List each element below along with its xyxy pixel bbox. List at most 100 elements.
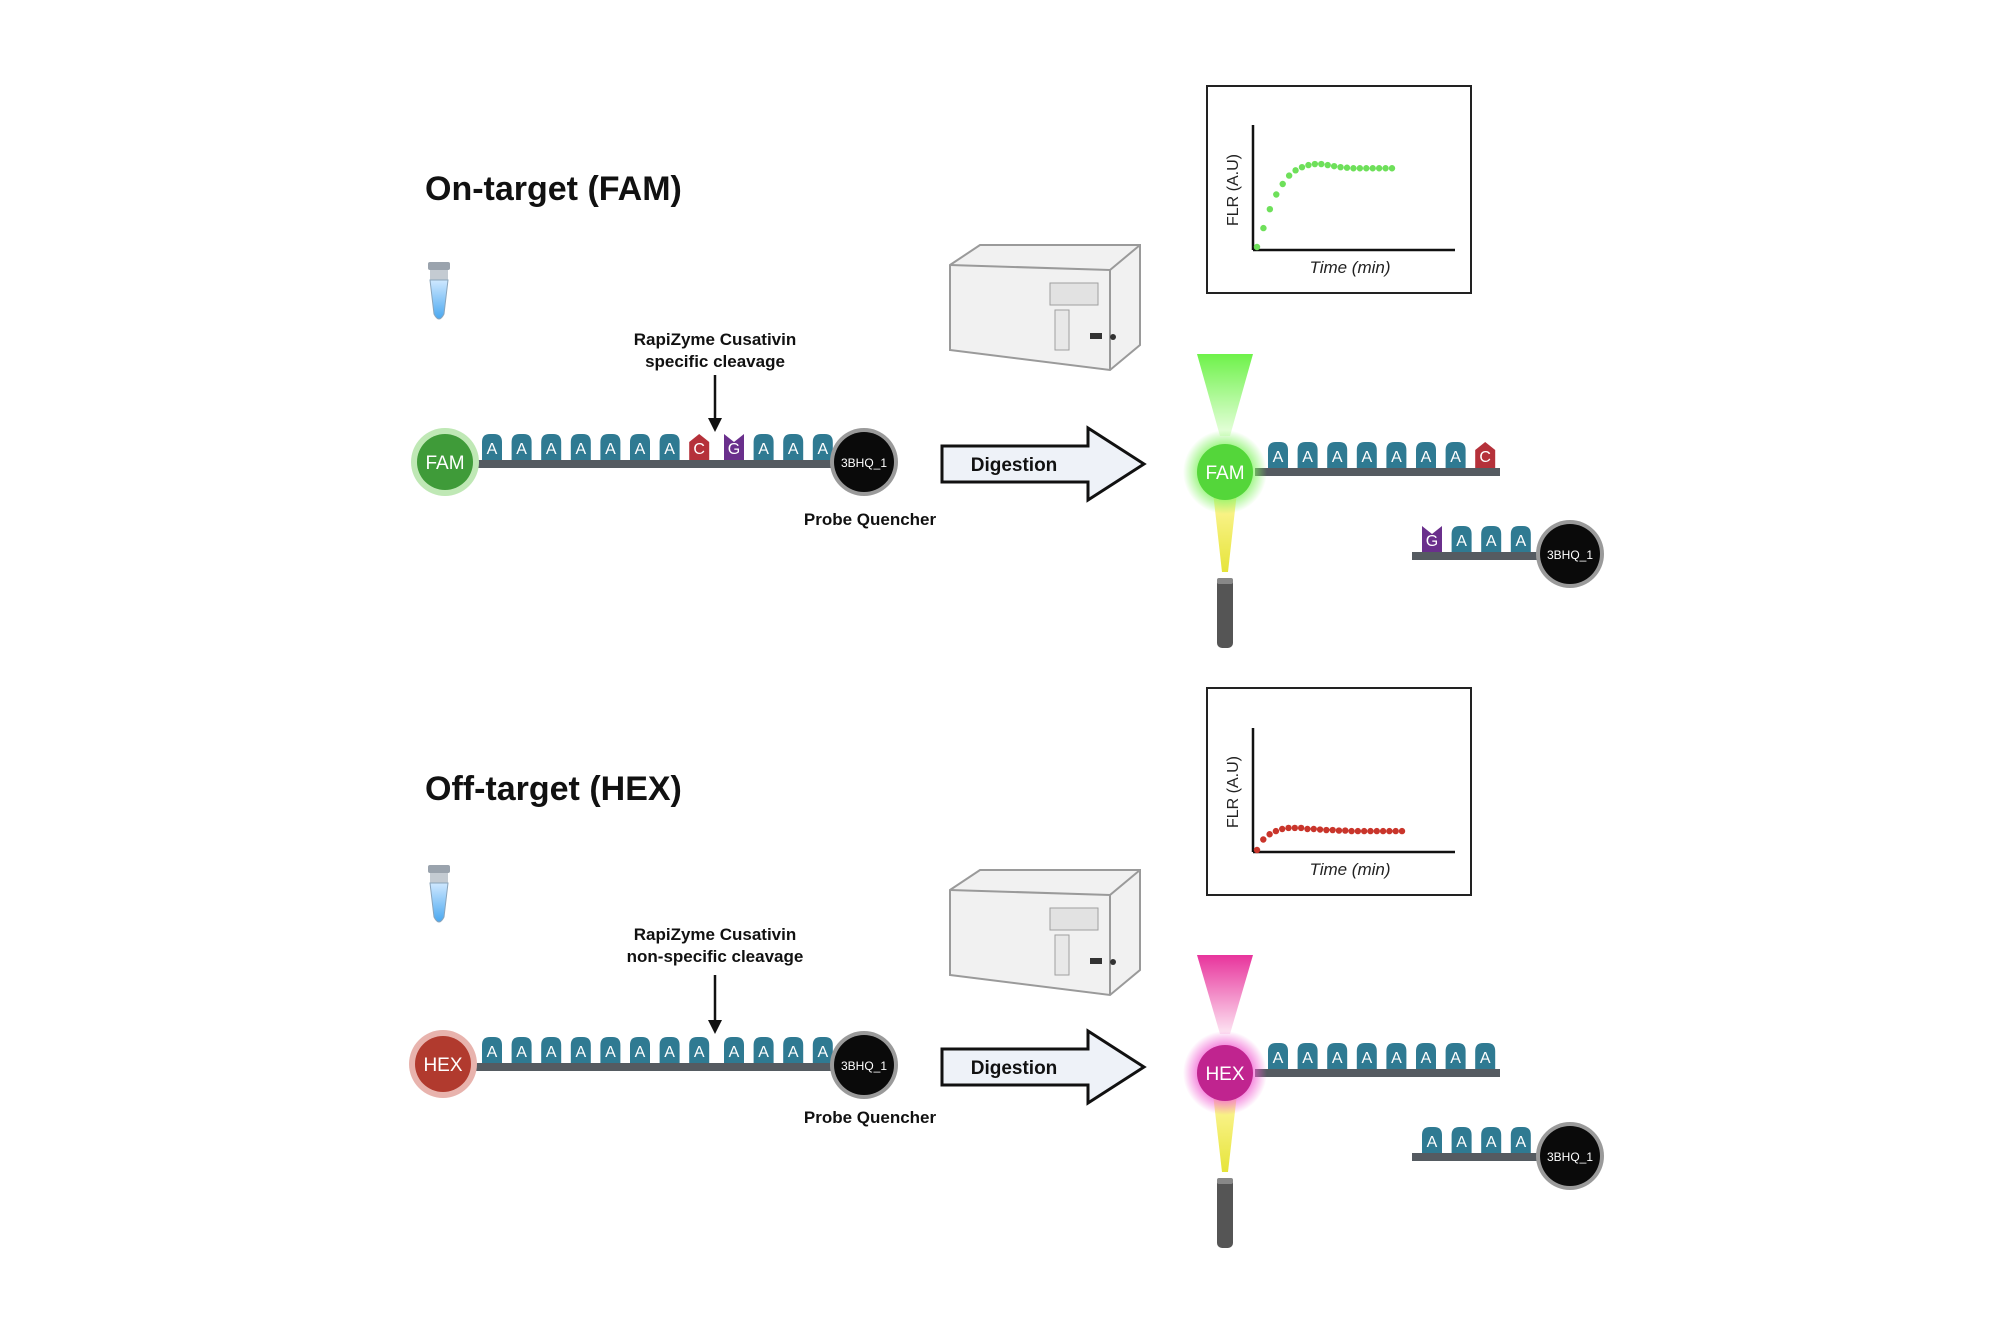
cleavage-label-line1: RapiZyme Cusativin (634, 925, 797, 944)
nucleotide-a (1475, 1043, 1496, 1069)
data-point (1398, 827, 1406, 835)
data-point (1369, 165, 1376, 172)
nucleotide-a (570, 434, 591, 460)
dye-label: HEX (423, 1055, 462, 1076)
quencher-label: 3BHQ_1 (841, 1059, 887, 1073)
x-axis-label: Time (min) (1309, 258, 1390, 277)
nucleotide-label: A (664, 1044, 675, 1061)
data-point (1335, 827, 1343, 834)
data-point (1350, 165, 1357, 172)
quencher: 3BHQ_1 (830, 428, 898, 496)
nucleotide-a (659, 1037, 680, 1063)
nucleotide-label: A (1332, 1050, 1343, 1067)
data-point (1273, 191, 1280, 198)
probe-quencher-label: Probe Quencher (804, 1108, 937, 1127)
nucleotide-label: A (788, 1044, 799, 1061)
nucleotide-a (1451, 526, 1472, 552)
emission-cone (1197, 354, 1253, 436)
fragment-backbone (1412, 552, 1557, 560)
panel-title: On-target (FAM) (425, 170, 682, 208)
nucleotide-a (812, 1037, 833, 1063)
data-point (1337, 164, 1344, 171)
nucleotide-label: A (758, 1044, 769, 1061)
x-axis-label: Time (min) (1309, 860, 1390, 879)
fragment-backbone (1255, 1069, 1500, 1077)
data-point (1310, 825, 1317, 833)
data-point (1363, 165, 1370, 172)
nucleotide-label: A (1515, 533, 1526, 550)
data-points (1253, 824, 1406, 854)
nucleotide-a (1481, 526, 1502, 552)
data-point (1253, 243, 1261, 251)
sample-tube-icon (428, 865, 450, 923)
hex-dye: HEX (409, 1030, 477, 1098)
nucleotide-label: A (1421, 1050, 1432, 1067)
data-point (1360, 827, 1368, 835)
nucleotide-a (1297, 1043, 1318, 1069)
nucleotide-label: A (1391, 449, 1402, 466)
y-axis-label: FLR (A.U) (1225, 154, 1242, 226)
data-point (1367, 827, 1374, 835)
data-point (1279, 825, 1286, 833)
fragment-backbone (1412, 1153, 1557, 1161)
data-point (1305, 161, 1312, 169)
nucleotide-label: A (1421, 449, 1432, 466)
nucleotide-label: A (1332, 449, 1343, 466)
cleavage-arrow (708, 975, 722, 1034)
nucleotide-a (812, 434, 833, 460)
nucleotide-a (511, 434, 532, 460)
nucleotide-c (689, 434, 710, 460)
nucleotide-label: A (575, 1044, 586, 1061)
nucleotide-a (541, 1037, 562, 1063)
data-point (1330, 162, 1338, 170)
data-point (1316, 826, 1324, 833)
nucleotide-a (600, 434, 621, 460)
data-point (1323, 826, 1330, 834)
chart-frame (1206, 687, 1472, 896)
data-point (1348, 827, 1355, 835)
nucleotide-a (570, 1037, 591, 1063)
nucleotide-a (689, 1037, 710, 1063)
nucleotide-a (1416, 1043, 1436, 1069)
data-point (1373, 827, 1380, 835)
nucleotide-a (1356, 442, 1377, 468)
emission-cone (1197, 955, 1253, 1034)
fragment-backbone (1255, 468, 1500, 476)
data-point (1324, 161, 1331, 169)
nucleotide-label: A (788, 441, 799, 458)
nucleotide-label: C (693, 441, 705, 458)
nucleotide-a (1268, 442, 1288, 468)
nucleotide-a (1327, 442, 1348, 468)
dye-label: HEX (1205, 1064, 1244, 1085)
nucleotide-label: A (635, 1044, 646, 1061)
quencher-label: 3BHQ_1 (841, 456, 887, 470)
nucleotide-a (1297, 442, 1318, 468)
nucleotide-label: A (575, 441, 586, 458)
cleavage-label-line2: specific cleavage (645, 352, 785, 371)
fluorescence-chart: FLR (A.U) Time (min) (1206, 85, 1472, 294)
nucleotide-g (724, 434, 744, 460)
nucleotide-a (1416, 442, 1436, 468)
nucleotide-a (1481, 1127, 1502, 1153)
quencher: 3BHQ_1 (1536, 520, 1604, 588)
data-point (1260, 224, 1267, 232)
digestion-arrow: Digestion (940, 425, 1147, 503)
data-point (1272, 827, 1280, 835)
nucleotide-a (541, 434, 562, 460)
quencher-label: 3BHQ_1 (1547, 548, 1593, 562)
nucleotide-label: A (516, 441, 527, 458)
nucleotide-label: A (758, 441, 769, 458)
data-point (1279, 180, 1286, 188)
nucleotide-label: A (1486, 533, 1497, 550)
data-point (1342, 827, 1349, 834)
hex-dye-fluorescing: HEX (1183, 1031, 1267, 1115)
nucleotide-a (1510, 526, 1531, 552)
data-point (1291, 824, 1299, 832)
nucleotide-a (1386, 1043, 1407, 1069)
nucleotide-label: A (487, 441, 498, 458)
data-point (1375, 165, 1383, 172)
nucleotide-a (630, 1037, 650, 1063)
nucleotide-label: A (1486, 1134, 1497, 1151)
